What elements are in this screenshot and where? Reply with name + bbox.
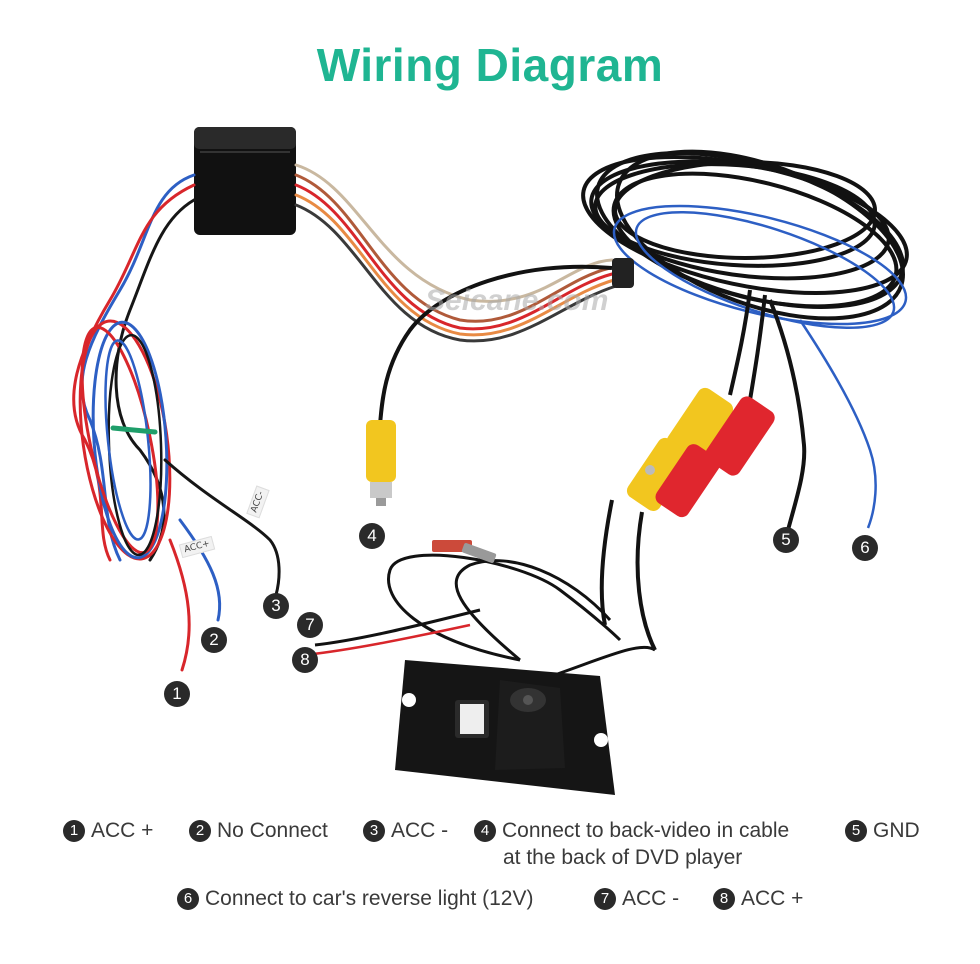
marker-8: 8 [292,647,318,673]
legend-text-3: ACC - [391,819,449,842]
camera-cables [599,499,657,651]
cable-coil [581,149,909,321]
legend-item-7: 7 ACC - [594,887,679,911]
legend-text-1: ACC + [91,819,154,842]
page-title: Wiring Diagram [316,39,664,91]
legend-num-3: 3 [363,820,385,842]
marker-5: 5 [773,527,799,553]
legend-num-5: 5 [845,820,867,842]
harness-to-cable [294,163,618,343]
marker-4: 4 [359,523,385,549]
legend-item-8: 8 ACC + [713,887,803,911]
legend-text-8: ACC + [741,887,804,910]
legend-num-2: 2 [189,820,211,842]
acc-plus-wire-8 [304,623,471,657]
legend-text-7: ACC - [622,887,680,910]
cable-junction [612,258,634,288]
legend-item-1: 1 ACC + [63,819,153,843]
legend-item-4: 4 Connect to back-video in cable [474,819,789,843]
legend-text-4-line2: at the back of DVD player [503,846,743,869]
marker-6: 6 [852,535,878,561]
marker-1: 1 [164,681,190,707]
legend-text-6: Connect to car's reverse light (12V) [205,887,534,910]
legend-num-7: 7 [594,888,616,910]
legend-num-1: 1 [63,820,85,842]
legend-num-8: 8 [713,888,735,910]
camera-mount [395,660,615,795]
legend-item-2: 2 No Connect [189,819,328,843]
left-wire-bundle [72,173,281,672]
legend-item-6: 6 Connect to car's reverse light (12V) [177,887,533,911]
legend-item-3: 3 ACC - [363,819,448,843]
watermark: Seicane.com [425,284,609,317]
connector-plug [432,540,472,552]
rca-yellow-connector-4 [366,264,613,506]
legend-item-5: 5 GND [845,819,920,843]
marker-7: 7 [297,612,323,638]
video-cable-pair [728,289,807,531]
legend-text-4: Connect to back-video in cable [502,819,790,842]
legend-num-4: 4 [474,820,496,842]
marker-2: 2 [201,627,227,653]
legend-text-2: No Connect [217,819,328,842]
marker-3: 3 [263,593,289,619]
legend-text-5: GND [873,819,920,842]
legend-num-6: 6 [177,888,199,910]
control-box [194,127,296,235]
rca-pair [626,387,775,518]
